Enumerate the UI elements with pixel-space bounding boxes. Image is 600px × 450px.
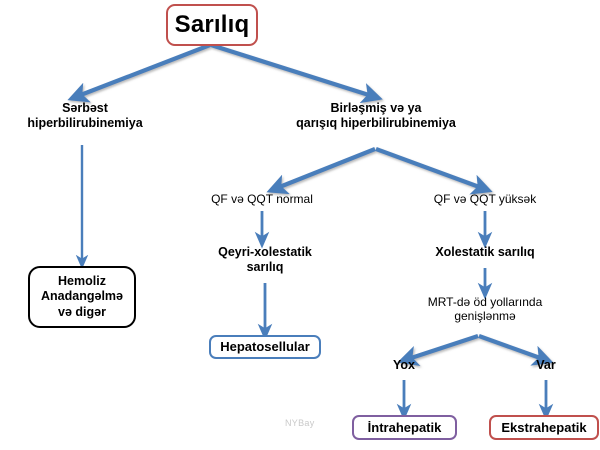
node-var-text: Var <box>536 358 556 372</box>
node-hemoliz-line3: və digər <box>58 304 106 319</box>
node-ekstrahepatik-label: Ekstrahepatik <box>501 419 587 435</box>
watermark-text: NYBay <box>285 418 315 428</box>
edge-root-to-free <box>67 43 211 103</box>
node-mrt-line2: genişlənmə <box>454 309 516 324</box>
node-root-label: Sarılıq <box>174 11 250 39</box>
node-cholestatic-label: Xolestatik sarılıq <box>435 245 535 259</box>
node-root-sariliq[interactable]: Sarılıq <box>166 4 258 46</box>
node-alp-ggt-high-label: QF və QQT yüksək <box>433 192 537 206</box>
node-intrahepatik-box[interactable]: İntrahepatik <box>352 415 457 440</box>
node-alp-ggt-normal-label: QF və QQT normal <box>211 192 313 206</box>
node-free-hyperbilirubinemia: Sərbəst hiperbilirubinemiya <box>0 101 170 131</box>
node-free-hyperbilirubinemia-line1: Sərbəst <box>62 101 108 115</box>
node-hemoliz-line1: Hemoliz <box>58 274 106 289</box>
edge-mrt-to-var <box>478 334 554 366</box>
edge-root-to-conjugated <box>210 42 383 104</box>
node-ekstrahepatik-box[interactable]: Ekstrahepatik <box>489 415 599 440</box>
node-hemoliz-box[interactable]: Hemoliz Anadangəlmə və digər <box>28 266 136 328</box>
node-mrt-line1: MRT-də öd yollarında <box>427 295 543 309</box>
watermark-nybay: NYBay <box>285 418 315 428</box>
node-hepatosellular-box[interactable]: Hepatosellular <box>209 335 321 359</box>
node-conjugated-hyperbilirubinemia-line1: Birləşmiş və ya <box>330 101 422 115</box>
node-yox-label: Yox <box>374 358 434 373</box>
node-free-hyperbilirubinemia-line2: hiperbilirubinemiya <box>27 115 143 130</box>
node-non-cholestatic-line1: Qeyri-xolestatik <box>218 245 312 259</box>
node-alp-ggt-normal: QF və QQT normal <box>182 192 342 206</box>
node-mrt: MRT-də öd yollarında genişlənmə <box>386 295 584 323</box>
node-alp-ggt-high: QF və QQT yüksək <box>405 192 565 206</box>
node-non-cholestatic: Qeyri-xolestatik sarılıq <box>185 245 345 275</box>
node-cholestatic: Xolestatik sarılıq <box>405 245 565 260</box>
node-var-label: Var <box>516 358 576 373</box>
edge-conjugated-to-alp-high <box>375 147 493 195</box>
edge-conjugated-to-alp-normal <box>266 147 376 195</box>
node-hemoliz-line2: Anadangəlmə <box>41 289 123 304</box>
node-non-cholestatic-line2: sarılıq <box>246 259 284 274</box>
node-intrahepatik-label: İntrahepatik <box>367 419 442 435</box>
node-conjugated-hyperbilirubinemia: Birləşmiş və ya qarışıq hiperbilirubinem… <box>249 101 503 131</box>
node-hepatosellular-label: Hepatosellular <box>220 339 310 355</box>
node-conjugated-hyperbilirubinemia-line2: qarışıq hiperbilirubinemiya <box>296 115 456 130</box>
node-yox-text: Yox <box>393 358 415 372</box>
edge-mrt-to-yox <box>397 334 479 366</box>
